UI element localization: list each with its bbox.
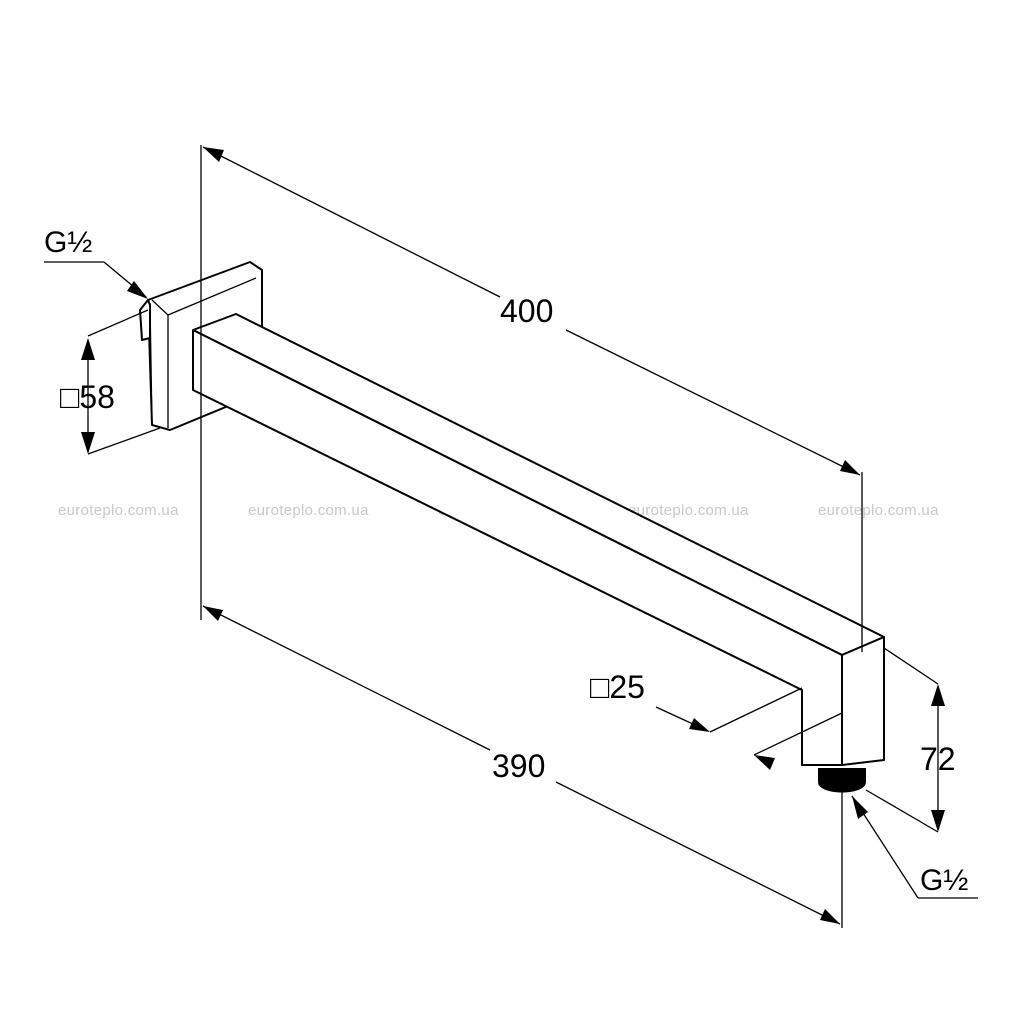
dimension-400: 400	[200, 145, 863, 652]
thread-label-inlet: G½	[44, 226, 92, 259]
dimension-390: 390	[202, 605, 843, 928]
square-symbol: □	[590, 669, 610, 705]
square-symbol: □	[60, 379, 80, 415]
thread-label-outlet: G½	[920, 864, 968, 897]
dimension-label-25: □25	[590, 669, 645, 705]
thread-callout-outlet: G½	[851, 795, 978, 899]
thread-callout-inlet: G½	[44, 226, 148, 299]
dimension-72: 72	[865, 647, 956, 833]
tube-size-value: 25	[609, 669, 645, 705]
dimension-58: □58	[60, 309, 161, 455]
dimension-label-400: 400	[500, 293, 553, 329]
watermark-text: euroteplo.com.ua	[248, 502, 369, 519]
dimension-label-58: □58	[60, 379, 115, 415]
dimension-label-390: 390	[492, 748, 545, 784]
watermark-text: euroteplo.com.ua	[818, 502, 939, 519]
watermark-text: euroteplo.com.ua	[628, 502, 749, 519]
watermark-text: euroteplo.com.ua	[58, 502, 179, 519]
flange-size-value: 58	[79, 379, 115, 415]
dimension-label-72: 72	[920, 741, 956, 777]
dimension-25: □25	[590, 669, 843, 770]
outlet-thread	[818, 768, 866, 793]
arm-tube	[192, 313, 885, 766]
